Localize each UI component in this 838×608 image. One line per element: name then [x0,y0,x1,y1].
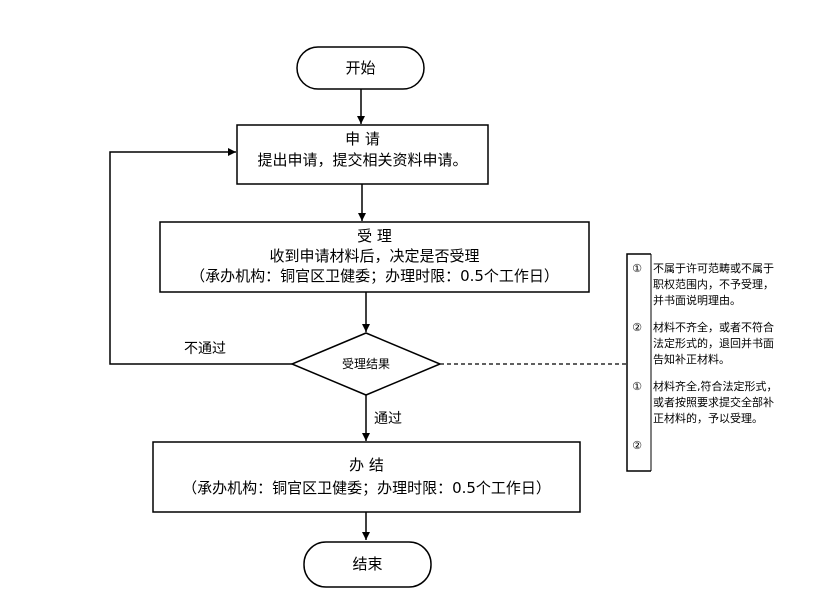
note-2-marker: ② [632,321,642,334]
note-1-line-2: 职权范围内，不予受理， [653,277,774,291]
accept-box [159,221,590,293]
note-3-line-3: 正材料的，予以受理。 [653,411,763,425]
pass-label: 通过 [374,411,402,427]
end-label: 结束 [352,555,383,573]
reject-loop-line [109,148,292,365]
handle-title: 办 结 [349,456,384,474]
note-2-line-2: 法定形式的，退回并书面 [653,336,774,350]
start-label: 开始 [345,59,376,77]
handle-box [152,441,581,513]
note-2-line-3: 告知补正材料。 [653,352,730,366]
reject-label: 不通过 [184,341,226,357]
handle-info: （承办机构：铜官区卫健委；办理时限：0.5个工作日） [182,479,551,497]
note-1-line-1: 不属于许可范畴或不属于 [653,262,774,275]
note-3-line-1: 材料齐全,符合法定形式， [653,380,778,393]
note-1-line-3: 并书面说明理由。 [653,293,741,307]
notes-bracket [626,253,651,472]
note-4-marker: ② [632,439,642,452]
note-3: ① 材料齐全,符合法定形式， 或者按照要求提交全部补 正材料的，予以受理。 [631,379,778,427]
decision-label: 受理结果 [341,357,390,371]
accept-desc: 收到申请材料后，决定是否受理 [269,247,480,265]
accept-title: 受 理 [357,227,392,245]
end-terminal [303,541,432,588]
note-2: ② 材料不齐全，或者不符合 法定形式的，退回并书面 告知补正材料。 [631,320,774,368]
accept-info: （承办机构：铜官区卫健委；办理时限：0.5个工作日） [190,267,559,285]
note-1: ① 不属于许可范畴或不属于 职权范围内，不予受理， 并书面说明理由。 [631,261,774,309]
apply-title: 申 请 [345,130,380,148]
note-1-marker: ① [632,262,642,275]
note-4: ② [631,438,653,454]
note-3-marker: ① [632,380,642,393]
apply-desc: 提出申请，提交相关资料申请。 [257,151,468,169]
note-2-line-1: 材料不齐全，或者不符合 [653,321,774,334]
note-3-line-2: 或者按照要求提交全部补 [653,395,774,409]
apply-box [236,124,489,185]
